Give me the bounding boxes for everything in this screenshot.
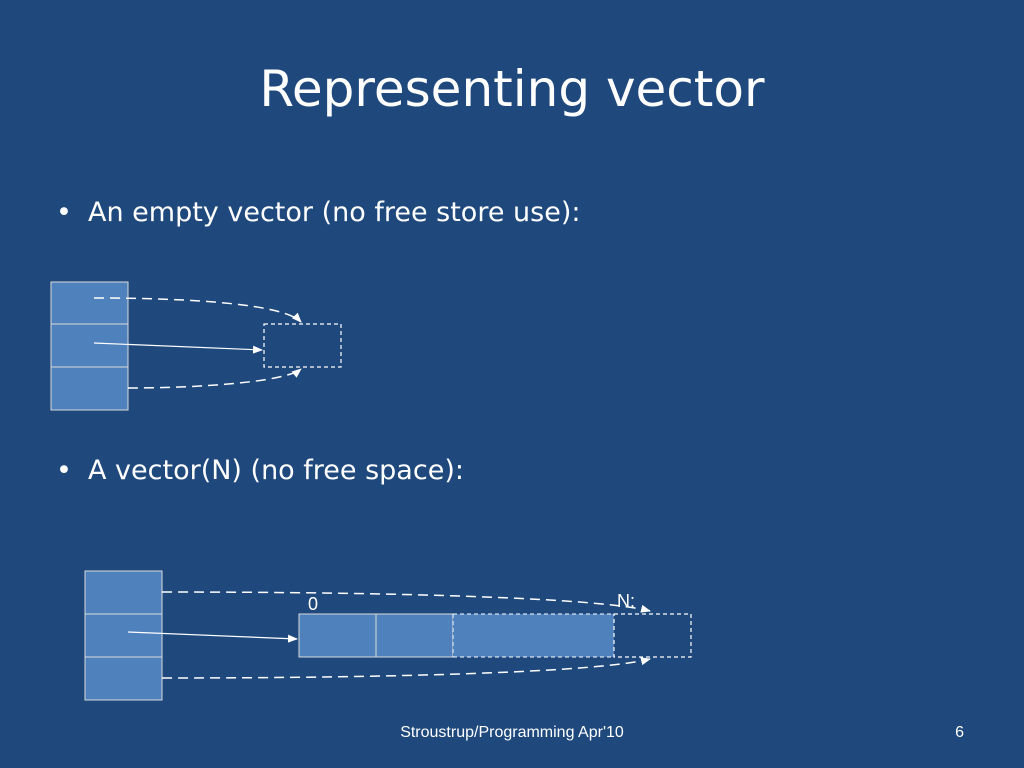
index-end-label: N: xyxy=(617,591,635,611)
header-field-space xyxy=(84,656,163,701)
element-storage xyxy=(298,613,692,658)
slide-footer: Stroustrup/Programming Apr'10 xyxy=(400,724,624,741)
one-past-end-box xyxy=(613,613,692,658)
bullet-symbol: • xyxy=(56,197,72,228)
bullet-symbol: • xyxy=(56,455,72,486)
element-cell-elided xyxy=(453,614,614,657)
empty-vector-header xyxy=(50,281,129,411)
empty-storage-box xyxy=(263,323,342,368)
bullet-text: An empty vector (no free store use): xyxy=(88,197,581,228)
empty-space-dashed-arrow xyxy=(127,368,302,389)
bullet-text: A vector(N) (no free space): xyxy=(88,455,464,486)
vector-n-size-dashed-arrow xyxy=(161,591,651,613)
vector-n-elem-arrow xyxy=(127,631,298,643)
header-field-size xyxy=(84,570,163,615)
element-cell xyxy=(298,613,377,658)
header-field-size xyxy=(50,281,129,325)
vector-n-space-dashed-arrow xyxy=(161,657,651,679)
header-field-elem xyxy=(84,613,163,658)
element-cell xyxy=(375,613,454,658)
vector-n-header xyxy=(84,570,163,701)
empty-size-dashed-arrow xyxy=(93,297,302,323)
index-start-label: 0 xyxy=(308,594,318,614)
slide-title: Representing vector xyxy=(259,60,765,118)
header-field-elem xyxy=(50,323,129,368)
header-field-space xyxy=(50,366,129,411)
empty-elem-arrow xyxy=(93,342,263,354)
bullet-item-vector-n: • A vector(N) (no free space): xyxy=(56,455,464,487)
page-number: 6 xyxy=(955,724,964,741)
bullet-item-empty-vector: • An empty vector (no free store use): xyxy=(56,197,580,229)
